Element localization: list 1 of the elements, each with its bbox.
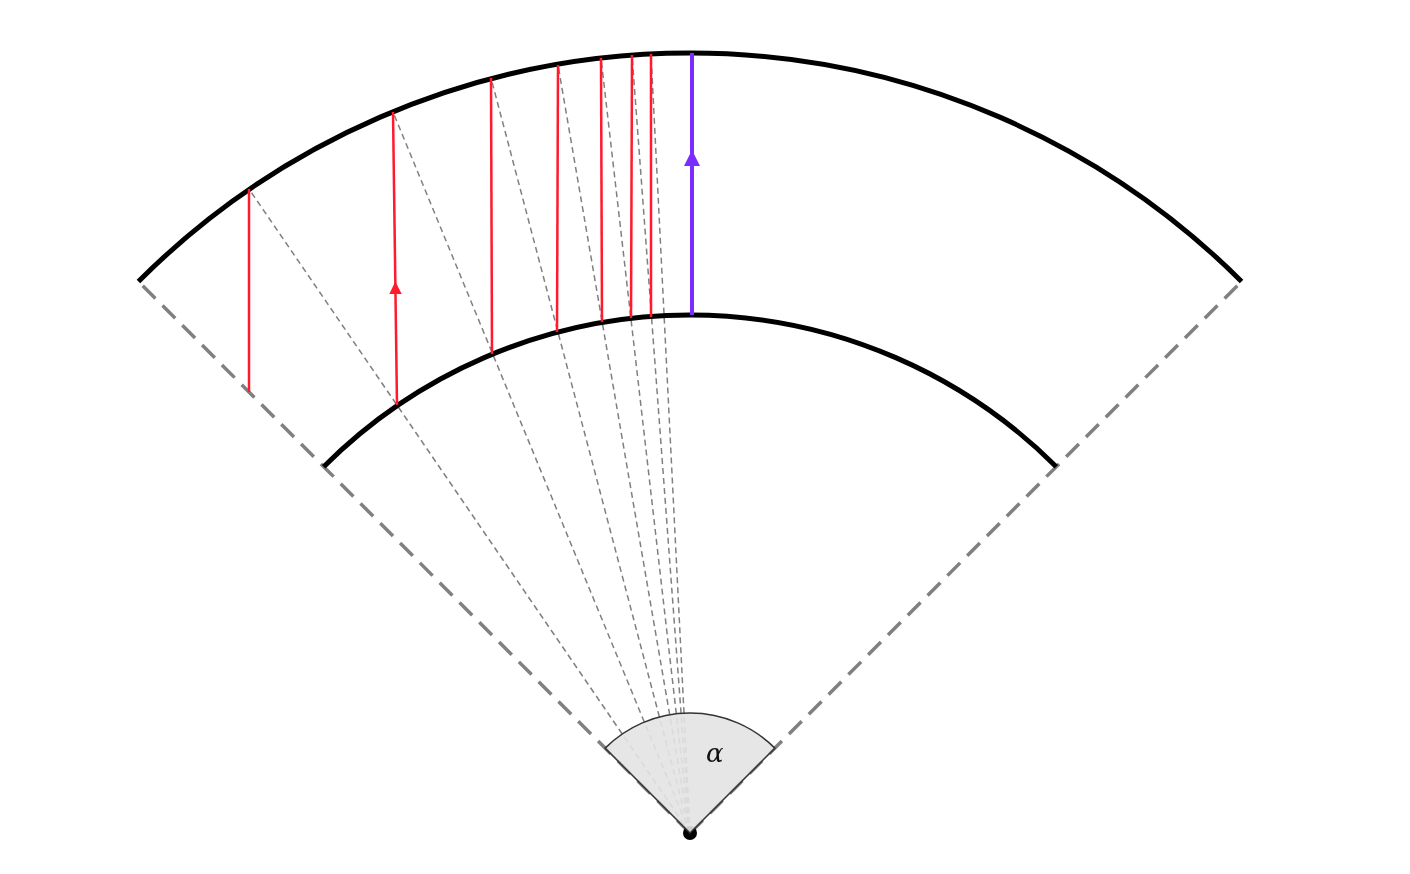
angle-label: α — [706, 740, 724, 766]
